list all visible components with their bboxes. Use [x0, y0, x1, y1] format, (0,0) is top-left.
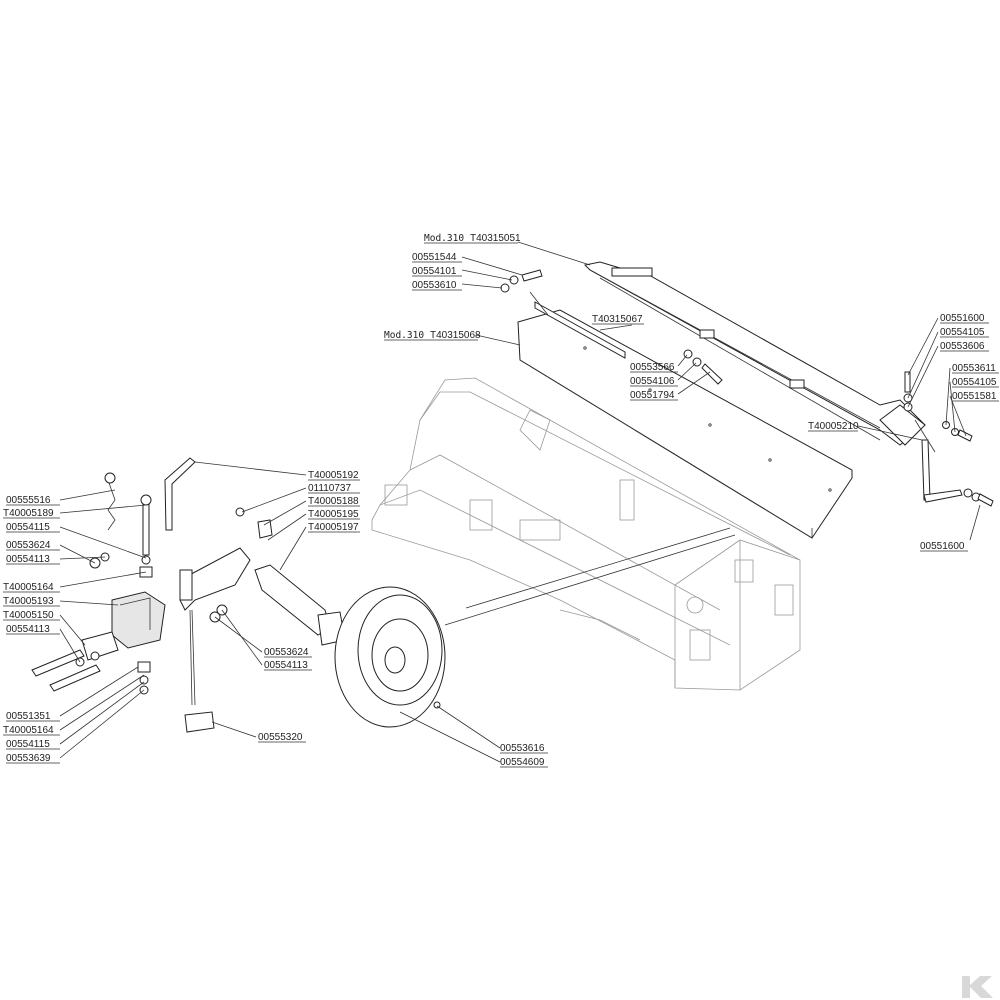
wheel-assembly: [254, 564, 446, 728]
label-t40005164-a: T40005164: [3, 582, 54, 593]
label-00555320: 00555320: [258, 732, 303, 743]
label-01110737: 01110737: [308, 483, 351, 494]
label-00553624-a: 00553624: [6, 540, 51, 551]
label-00554105-b: 00554105: [952, 377, 997, 388]
hitch-assembly: [31, 457, 273, 733]
label-t40005193: T40005193: [3, 596, 54, 607]
side-strip: [534, 301, 626, 359]
label-t40005195: T40005195: [308, 509, 359, 520]
label-00551600-b: 00551600: [920, 541, 965, 552]
label-00553624-b: 00553624: [264, 647, 309, 658]
label-00555516: 00555516: [6, 495, 51, 506]
label-00554105-a: 00554105: [940, 327, 985, 338]
label-t40005188: T40005188: [308, 496, 359, 507]
bolts-top-left: [500, 269, 543, 293]
rotor-housing: [371, 377, 801, 691]
right-link: [921, 439, 994, 507]
label-00554113-a: 00554113: [6, 554, 50, 565]
label-t40005164-b: T40005164: [3, 725, 54, 736]
label-00554113-c: 00554113: [264, 660, 308, 671]
label-00554101: 00554101: [412, 266, 457, 277]
label-00551794: 00551794: [630, 390, 675, 401]
label-t40315051: T40315051: [470, 233, 521, 244]
label-t40315067: T40315067: [592, 314, 643, 325]
label-00554609: 00554609: [500, 757, 545, 768]
label-t40005150: T40005150: [3, 610, 54, 621]
label-00553639: 00553639: [6, 753, 51, 764]
label-00554113-b: 00554113: [6, 624, 50, 635]
brand-logo-icon: [962, 976, 993, 998]
label-00554106: 00554106: [630, 376, 675, 387]
rear-flap-plate: [517, 309, 853, 539]
part-labels: Mod.310 T40315051 00551544 00554101 0055…: [3, 233, 999, 768]
label-00553616: 00553616: [500, 743, 545, 754]
leader-lines: [59, 241, 981, 763]
label-t40315068: T40315068: [430, 330, 481, 341]
label-t40005210: T40005210: [808, 421, 859, 432]
label-00553611: 00553611: [952, 363, 996, 374]
label-00551544: 00551544: [412, 252, 457, 263]
label-t40005189: T40005189: [3, 508, 54, 519]
label-t40005197: T40005197: [308, 522, 359, 533]
label-mod-b: Mod.310: [384, 330, 424, 341]
label-00551600-a: 00551600: [940, 313, 985, 324]
pointer-lines: [444, 291, 936, 626]
label-t40005192: T40005192: [308, 470, 359, 481]
label-00554115-b: 00554115: [6, 739, 50, 750]
label-00551581: 00551581: [952, 391, 997, 402]
label-00554115-a: 00554115: [6, 522, 50, 533]
label-00553610: 00553610: [412, 280, 457, 291]
top-hinge-bar: [583, 261, 926, 446]
label-00553606: 00553606: [940, 341, 985, 352]
label-00553566: 00553566: [630, 362, 675, 373]
bolts-center: [683, 349, 723, 385]
label-00551351: 00551351: [6, 711, 51, 722]
label-mod-a: Mod.310: [424, 233, 464, 244]
